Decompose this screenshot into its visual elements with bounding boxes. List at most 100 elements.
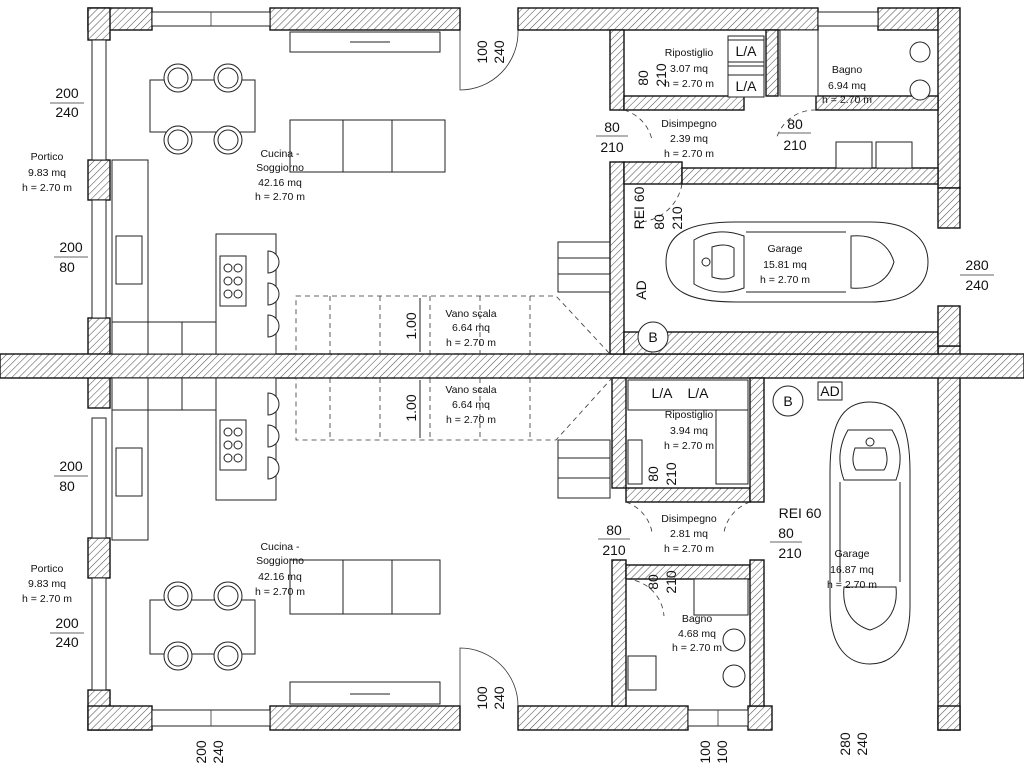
tag-ad-bottom: AD [820, 383, 839, 399]
disimpegno-bottom-height: h = 2.70 m [664, 543, 714, 555]
dim-stair-top: 1.00 [403, 312, 419, 339]
dim-window-3-height: 80 [59, 478, 75, 494]
interior-walls [609, 29, 961, 707]
bagno-top-height: h = 2.70 m [822, 94, 872, 106]
disimpegno-top-name: Disimpegno [661, 118, 717, 130]
bagno-bottom-area: 4.68 mq [678, 628, 716, 640]
dim-window-4-width: 200 [55, 615, 79, 631]
vano-top-name: Vano scala [445, 308, 496, 320]
dim-window-5-height: 240 [210, 740, 226, 764]
dim-window-4-height: 240 [55, 634, 79, 650]
room-labels-top: Cucina - Soggiorno 42.16 mq h = 2.70 m P… [22, 47, 872, 349]
bagno-top-name: Bagno [832, 64, 863, 76]
dim-door-top-height: 240 [491, 40, 507, 64]
ripostiglio-top-height: h = 2.70 m [664, 78, 714, 90]
doors [459, 29, 817, 707]
tag-la-1: L/A [735, 43, 757, 59]
dim-disimpegno-top-door-height: 210 [600, 139, 624, 155]
portico-bottom-area: 9.83 mq [28, 578, 66, 590]
dim-door-bottom-height: 240 [491, 686, 507, 710]
portico-bottom-name: Portico [31, 563, 64, 575]
disimpegno-bottom-area: 2.81 mq [670, 528, 708, 540]
tag-b-bottom: B [783, 393, 792, 409]
dim-window-6-width: 100 [697, 740, 713, 764]
dim-bagno-bottom-door-height: 210 [663, 570, 679, 594]
dim-disimpegno-top-door-width: 80 [604, 119, 620, 135]
dim-garage-bottom-door-height: 210 [778, 545, 802, 561]
disimpegno-top-area: 2.39 mq [670, 133, 708, 145]
garage-top-height: h = 2.70 m [760, 274, 810, 286]
dim-window-5-width: 200 [193, 740, 209, 764]
dim-garage-top-width: 280 [965, 257, 989, 273]
exterior-walls [0, 7, 1024, 731]
dimension-labels: 200 240 200 80 200 80 200 240 100 240 10… [50, 40, 994, 764]
tag-ad-top: AD [633, 280, 649, 299]
garage-bottom-name: Garage [834, 548, 869, 560]
ripostiglio-top-area: 3.07 mq [670, 63, 708, 75]
dim-stair-bottom: 1.00 [403, 394, 419, 421]
cucina-top-area: 42.16 mq [258, 177, 302, 189]
garage-bottom-area: 16.87 mq [830, 564, 874, 576]
cucina-top-height: h = 2.70 m [255, 191, 305, 203]
dim-garage-bottom-door-width: 80 [778, 525, 794, 541]
bagno-top-area: 6.94 mq [828, 80, 866, 92]
dim-garage-top-door-width: 80 [651, 214, 667, 230]
dim-disimpegno-bottom-door-height: 210 [602, 542, 626, 558]
dim-window-1-width: 200 [55, 85, 79, 101]
vano-bottom-area: 6.64 mq [452, 399, 490, 411]
vano-top-height: h = 2.70 m [446, 337, 496, 349]
dim-bagno-top-door-height: 210 [783, 137, 807, 153]
ripostiglio-bottom-height: h = 2.70 m [664, 440, 714, 452]
portico-bottom-height: h = 2.70 m [22, 593, 72, 605]
cucina-bottom-height: h = 2.70 m [255, 586, 305, 598]
tags: L/A L/A L/A L/A AD B B [648, 39, 843, 409]
dim-bagno-bottom-door-width: 80 [645, 574, 661, 590]
cucina-bottom-name: Cucina - [260, 541, 300, 553]
portico-top-area: 9.83 mq [28, 167, 66, 179]
dim-window-3-width: 200 [59, 458, 83, 474]
tag-rei-bottom: REI 60 [779, 505, 822, 521]
portico-top-name: Portico [31, 151, 64, 163]
ripostiglio-bottom-area: 3.94 mq [670, 425, 708, 437]
cucina-bottom-name2: Soggiorno [256, 555, 304, 567]
tag-la-4: L/A [687, 385, 709, 401]
tag-b-top: B [648, 329, 657, 345]
dim-garage-bottom-height: 240 [854, 732, 870, 756]
dim-garage-top-height: 240 [965, 277, 989, 293]
dim-ripostiglio-top-door-height: 210 [653, 63, 669, 87]
bagno-bottom-name: Bagno [682, 613, 713, 625]
vano-top-area: 6.64 mq [452, 322, 490, 334]
tag-rei-top: REI 60 [631, 186, 647, 229]
dim-bagno-top-door-width: 80 [787, 116, 803, 132]
dim-ripostiglio-bottom-door-height: 210 [663, 462, 679, 486]
cucina-top-name2: Soggiorno [256, 162, 304, 174]
dim-garage-bottom-width: 280 [837, 732, 853, 756]
furniture-bottom [111, 377, 911, 705]
furniture-top [111, 29, 931, 355]
ripostiglio-top-name: Ripostiglio [665, 47, 714, 59]
disimpegno-bottom-name: Disimpegno [661, 513, 717, 525]
vano-bottom-height: h = 2.70 m [446, 414, 496, 426]
cucina-bottom-area: 42.16 mq [258, 571, 302, 583]
dim-ripostiglio-bottom-door-width: 80 [645, 466, 661, 482]
disimpegno-top-height: h = 2.70 m [664, 148, 714, 160]
ripostiglio-bottom-name: Ripostiglio [665, 409, 714, 421]
garage-bottom-height: h = 2.70 m [827, 579, 877, 591]
dim-garage-top-door-height: 210 [669, 206, 685, 230]
dim-window-6-height: 100 [714, 740, 730, 764]
cucina-top-name: Cucina - [260, 148, 300, 160]
dim-door-bottom-width: 100 [474, 686, 490, 710]
room-labels-bottom: Cucina - Soggiorno 42.16 mq h = 2.70 m P… [22, 384, 877, 654]
dim-window-1-height: 240 [55, 104, 79, 120]
windows [91, 11, 879, 727]
dim-window-2-height: 80 [59, 259, 75, 275]
tag-la-3: L/A [651, 385, 673, 401]
dim-disimpegno-bottom-door-width: 80 [606, 522, 622, 538]
portico-top-height: h = 2.70 m [22, 182, 72, 194]
vano-bottom-name: Vano scala [445, 384, 496, 396]
garage-top-area: 15.81 mq [763, 259, 807, 271]
dim-window-2-width: 200 [59, 239, 83, 255]
dim-door-top-width: 100 [474, 40, 490, 64]
bagno-bottom-height: h = 2.70 m [672, 642, 722, 654]
